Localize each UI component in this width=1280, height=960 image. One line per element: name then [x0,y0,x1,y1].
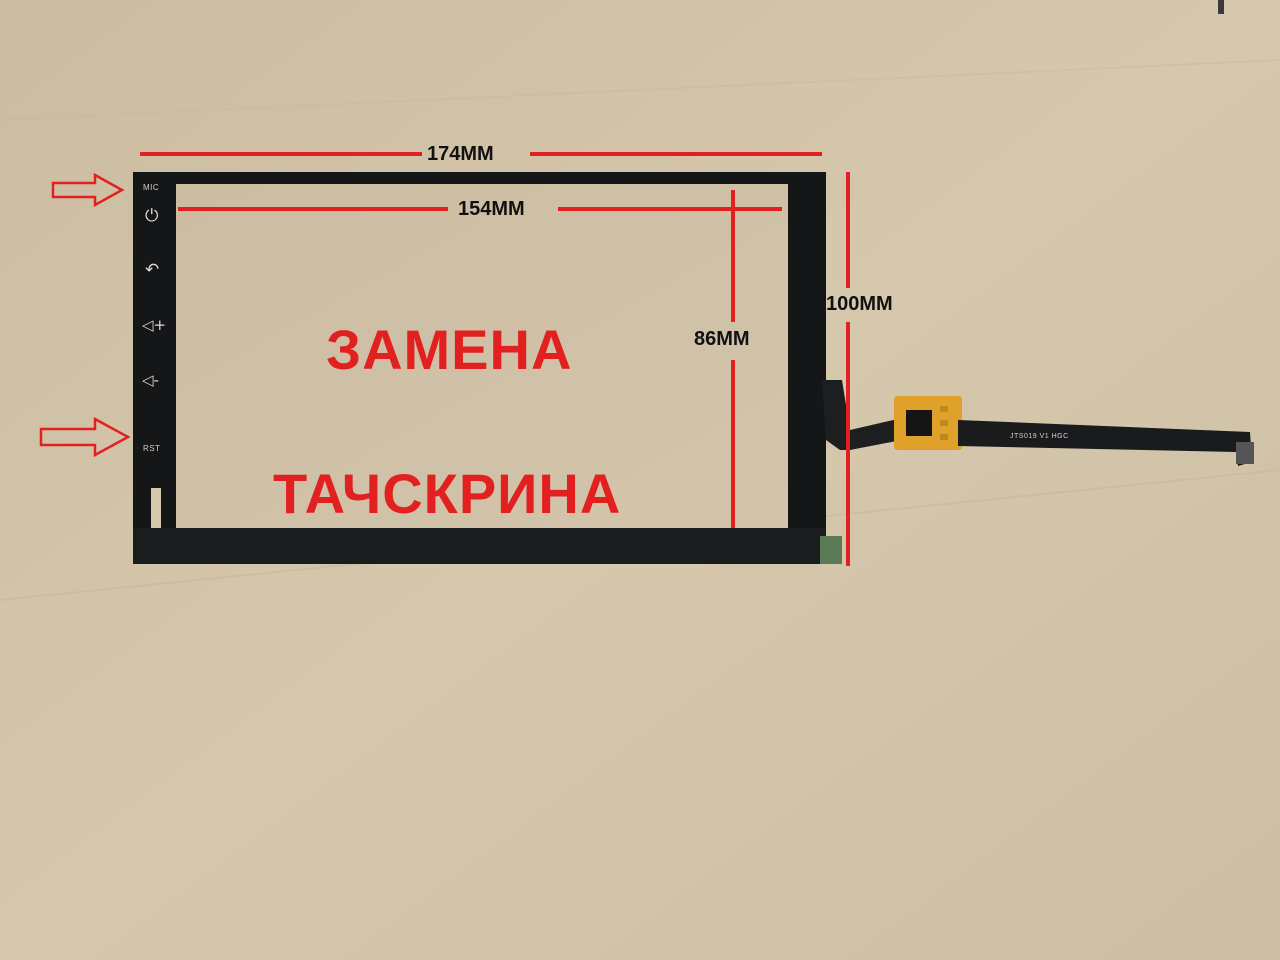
flex-cable-marking: JTS019 V1 HGC [1010,433,1069,440]
headline-line2: ТАЧСКРИНА [273,462,622,525]
rst-label: RST [143,444,161,453]
controller-chip [906,410,932,436]
power-icon: ⏻ [145,206,159,226]
touch-panel-glass [176,184,788,528]
arrow-rst [39,416,131,458]
headline-line1: ЗАМЕНА [326,318,573,381]
volume-down-icon: ◁- [142,371,159,389]
volume-up-icon: ◁+ [142,316,167,334]
dim-inner-width: 154MM [458,198,525,220]
mic-label: MIC [143,183,160,192]
dim-inner-height: 86MM [694,328,750,350]
back-icon: ↶ [145,260,160,280]
green-tab [820,536,842,564]
dim-outer-width: 174MM [427,143,494,165]
arrow-mic [51,172,125,208]
flex-connector [822,380,902,450]
dim-outer-height: 100MM [826,293,893,315]
ribbon-cable [958,420,1252,466]
